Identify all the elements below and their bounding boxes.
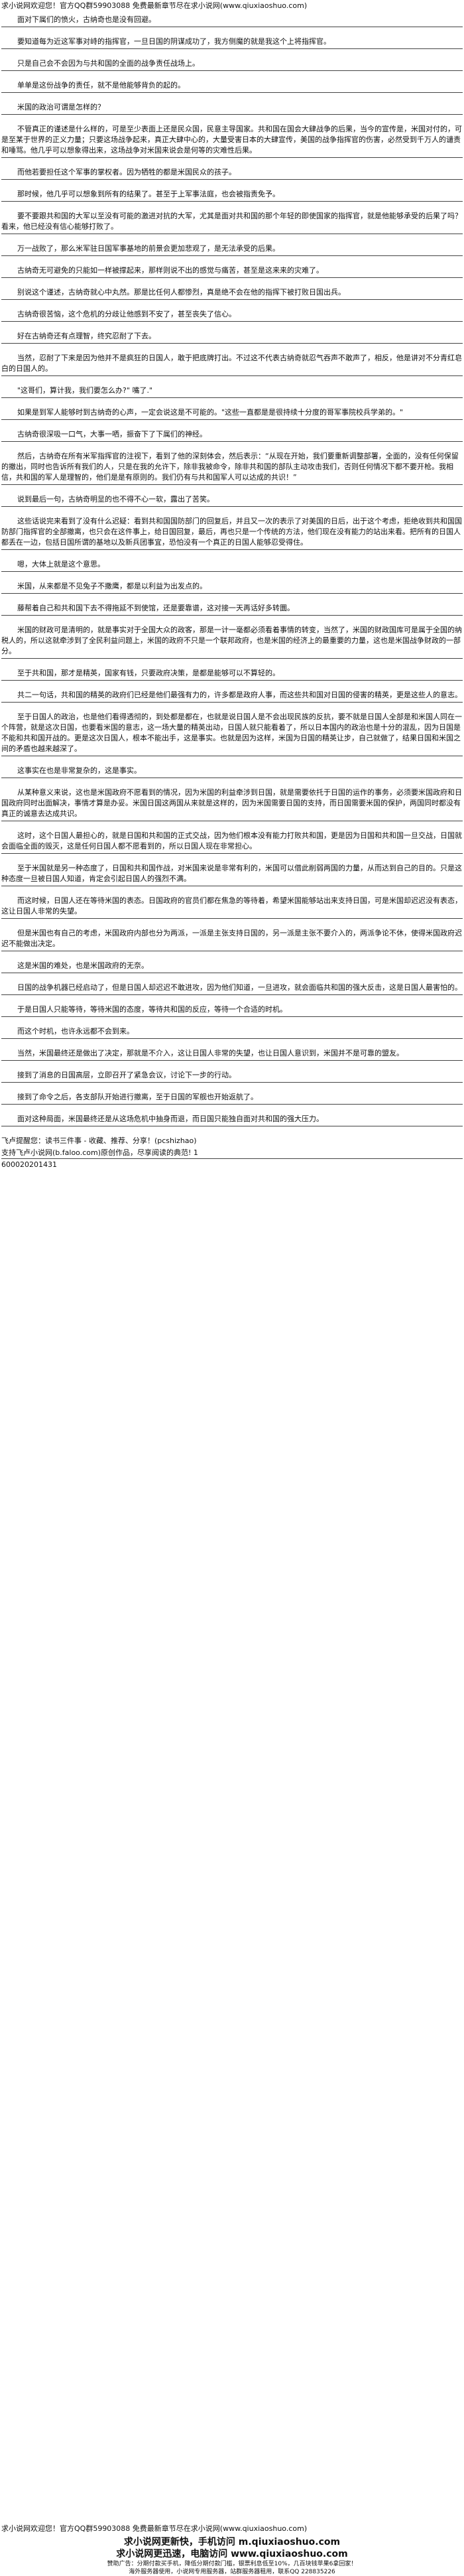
site-footer: 求小说网欢迎您！官方QQ群59903088 免费最新章节尽在求小说网(www.q… [1, 2524, 463, 2576]
article-paragraph: 日国的战争机器已经启动了，但是日国人却迟迟不敢进攻，因为他们知道，一旦进攻，就会… [1, 983, 463, 995]
article-paragraph: 至于共和国，那才是精英，国家有钱，只要政府决策，是都是能够可以不算轻的。 [1, 668, 463, 681]
article-body: 面对下属们的愤火，古纳奇也是没有回避。要知道每为近这军事对峙的指挥官，一旦日国的… [1, 15, 463, 1174]
article-paragraph: 古纳奇很苦恼，这个危机的分歧让他感到不安了，甚至丧失了信心。 [1, 309, 463, 322]
article-paragraph: 至于米国就是另一种态度了，日国和共和国作战，对米国来说是非常有利的，米国可以借此… [1, 863, 463, 886]
article-paragraph: 万一战败了，那么米军驻日国军事基地的前景会更加悲观了，是无法承受的后果。 [1, 243, 463, 256]
article-source[interactable]: 支持飞卢小说网(b.faloo.com)原创作品，尽享阅读的典范! 1 [1, 1148, 463, 1159]
article-paragraph: 要不要跟共和国的大军以至没有可能的激进对抗的大军，尤其是面对共和国的那个年轻的即… [1, 211, 463, 234]
article-paragraph: 当然，米国最终还是做出了决定，那就是不介入，这让日国人非常的失望，也让日国人意识… [1, 1048, 463, 1061]
article-doc-id: 600020201431 [1, 1160, 57, 1169]
article-paragraph: 别说这个谨述，古纳奇就心中丸然。那是比任何人都惨烈，真是绝不会在他的指挥下被打败… [1, 287, 463, 300]
article-paragraph: 单单是这份战争的责任，就不是他能够背负的起的。 [1, 80, 463, 93]
footer-server-notice: 海外服务器使用，小说网专用服务器，站群服务器租用，联系QQ 228835226 [129, 2569, 335, 2575]
article-paragraph: 米国的财政可是清明的，就是事实对于全国大众的政客，那是一计一毫都必须看着事情的转… [1, 625, 463, 659]
article-paragraph: 米国，从来都是不见兔子不撒鹰，都是以利益为出发点的。 [1, 581, 463, 594]
article-paragraph: 要知道每为近这军事对峙的指挥官，一旦日国的阴谋成功了，我方侧魔的就是我这个上将指… [1, 36, 463, 49]
article-paragraph: 只是自己会不会因为与共和国的全面的战争责任战场上。 [1, 58, 463, 71]
article-paragraph: 如果是到军人能够时到古纳奇的心声，一定会说这是不可能的。"这些一直都是是很持续十… [1, 407, 463, 420]
footer-mobile-link[interactable]: 求小说网更新快，手机访问 m.qiuxiaoshuo.com [123, 2537, 341, 2547]
article-paragraph: 而这时候，日国人还在等待米国的表态。日国政府的官员们都在焦急的等待着，希望米国能… [1, 896, 463, 919]
article-paragraph: 从某种意义来说，这也是米国政府不愿看到的情况，因为米国的利益牵涉到日国，就是需要… [1, 787, 463, 821]
article-paragraph: 接到了消息的日国高层，立即召开了紧急会议，讨论下一步的行动。 [1, 1070, 463, 1083]
article-paragraph: 而他若要担任这个军事的掌权者。因为牺牲的都是米国民众的孩子。 [1, 167, 463, 180]
article-paragraph: 嗯，大体上就是这个意思。 [1, 559, 463, 572]
article-paragraph: 不管真正的谨述是什么样的，可是至少表面上还是民众国，民意主导国家。共和国在国会大… [1, 124, 463, 158]
article-paragraph: 接到了命令之后，各支部队开始进行撤离，至于日国的军舰也开始返航了。 [1, 1092, 463, 1105]
article-paragraph: 古纳奇无可避免的只能如一样被撑起来，那样则说不出的感觉与痛苦，甚至是这来来的灾难… [1, 265, 463, 278]
article-paragraph: 古纳奇很深吸一口气，大事一哂，振奋下了下属们的神经。 [1, 429, 463, 442]
article-paragraph: "这哥们，算计我，我们要怎么办?" 嘴了." [1, 385, 463, 398]
footer-desktop-link[interactable]: 求小说网更迅速，电脑访问 www.qiuxiaoshuo.com [116, 2549, 348, 2559]
article-paragraph: 但是米国也有自己的考虑，米国政府内部也分为两派，一派是主张支持日国的，另一派是主… [1, 928, 463, 951]
article-paragraph: 说到最后一句，古纳奇明显的也不得不心一软，露出了苦笑。 [1, 494, 463, 507]
article-paragraph: 共二一句话，共和国的精英的政府们已经是他们最强有力的，许多都是政府人事，而这些共… [1, 690, 463, 703]
footer-welcome: 求小说网欢迎您！官方QQ群59903088 免费最新章节尽在求小说网(www.q… [1, 2524, 308, 2533]
article-paragraph: 面对这种局面，米国最终还是从这场危机中抽身而退，而日国只能独自面对共和国的强大压… [1, 1114, 463, 1126]
article-paragraph: 至于日国人的政治，也是他们看得透彻的，到处都是都在，也就是说日国人是不会出现民族… [1, 712, 463, 756]
article-paragraph: 当然，忍耐了下来是因为他并不是疯狂的日国人，敢于把底牌打出。不过这不代表古纳奇就… [1, 353, 463, 376]
article-paragraph: 这些话说完来看到了没有什么迟疑：看到共和国国防部门的回复后，并且又一次的表示了对… [1, 516, 463, 550]
site-banner: 求小说网欢迎您！官方QQ群59903088 免费最新章节尽在求小说网(www.q… [1, 1, 308, 10]
article-paragraph: 这事实在也是非常复杂的，这是事实。 [1, 766, 463, 778]
article-paragraph: 那时候，他几乎可以想象到所有的结果了。甚至于上军事法庭，也会被指责免予。 [1, 189, 463, 202]
article-paragraph: 藤帮着自己和共和国下去不得拖延不到使馆，还是要靠谱，这对接一天再话好多转圜。 [1, 603, 463, 616]
article-paragraph: 然后，古纳奇在所有米军指挥官的注视下，看到了他的深刻体会，然后表示：“从现在开始… [1, 451, 463, 485]
article-paragraph: 这是米国的难处，也是米国政府的无奈。 [1, 961, 463, 973]
article-credit: 飞卢提醒您：读书三件事 - 收藏、推荐、分享！(pcshizhao) [1, 1136, 197, 1145]
article-paragraph: 于是日国人只能等待，等待米国的态度，等待共和国的反应，等待一个合适的时机。 [1, 1004, 463, 1017]
article-paragraph: 面对下属们的愤火，古纳奇也是没有回避。 [1, 15, 463, 27]
article-paragraph: 而这个时机，也许永远都不会到来。 [1, 1026, 463, 1039]
footer-ad-notice: 赞助广告：分期付款买手机，降低分期付款门槛，银票利息低至10%，几百块钱苹果6拿… [107, 2561, 357, 2567]
article-paragraph: 米国的政治可谓是怎样的？ [1, 102, 463, 115]
article-paragraph: 好在古纳奇还有点理智，终究忍耐了下去。 [1, 331, 463, 344]
article-paragraph: 这时，这个日国人最担心的，就是日国和共和国的正式交战，因为他们根本没有能力打败共… [1, 831, 463, 854]
